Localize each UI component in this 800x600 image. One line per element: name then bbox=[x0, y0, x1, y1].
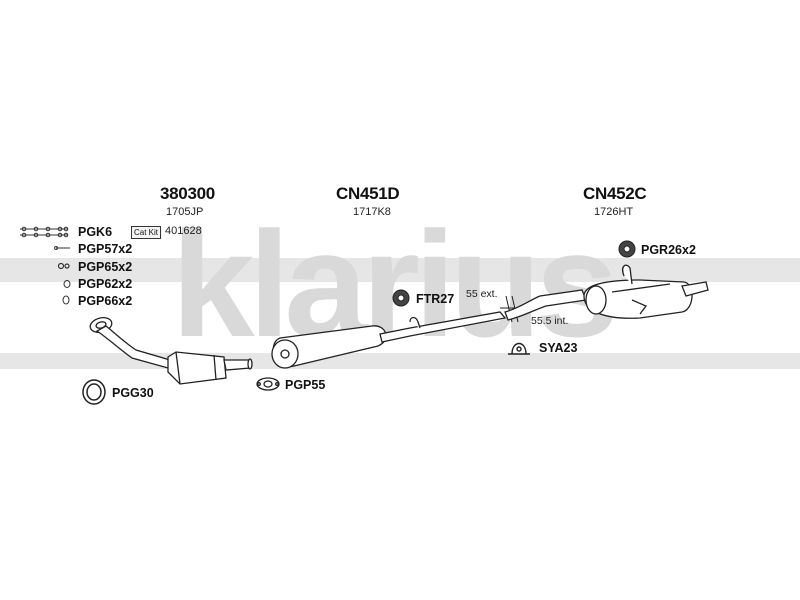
section-1-part-number: 380300 bbox=[160, 184, 215, 203]
section-1-ref: 1705JP bbox=[166, 206, 204, 218]
washer-icon bbox=[63, 280, 71, 288]
dimension-ext-label: 55 ext. bbox=[466, 288, 498, 300]
part-label-pgg30: PGG30 bbox=[112, 386, 154, 400]
flange-gasket-icon bbox=[256, 377, 280, 391]
section-3-part-number: CN452C bbox=[583, 184, 647, 203]
clamp-icon bbox=[508, 342, 530, 355]
stud-icon bbox=[54, 246, 70, 250]
part-label-pgr26: PGR26x2 bbox=[641, 243, 696, 257]
part-label-sya23: SYA23 bbox=[539, 341, 578, 355]
part-label-pgp57: PGP57x2 bbox=[78, 242, 133, 256]
rubber-mount-icon bbox=[392, 289, 410, 307]
cat-kit-code: 401628 bbox=[165, 225, 202, 237]
middle-silencer bbox=[271, 311, 507, 369]
rear-mount-icon bbox=[618, 240, 636, 258]
part-label-pgp62: PGP62x2 bbox=[78, 277, 133, 291]
gasket-ring-icon bbox=[82, 379, 106, 405]
part-label-pgp55: PGP55 bbox=[285, 378, 326, 392]
part-label-pgp65: PGP65x2 bbox=[78, 260, 133, 274]
section-2-ref: 1717K8 bbox=[353, 206, 391, 218]
spring-icon bbox=[62, 295, 70, 305]
front-pipe-catalyst bbox=[89, 317, 253, 385]
dimension-int-label: 55.5 int. bbox=[531, 315, 569, 327]
part-label-ftr27: FTR27 bbox=[416, 292, 455, 306]
cat-kit-badge: Cat Kit bbox=[131, 226, 162, 239]
part-label-pgk6: PGK6 bbox=[78, 225, 113, 239]
section-2-part-number: CN451D bbox=[336, 184, 400, 203]
rear-silencer bbox=[504, 264, 709, 321]
bolt-kit-icon bbox=[20, 226, 69, 238]
watermark-text: klarius bbox=[171, 200, 613, 368]
section-3-ref: 1726HT bbox=[594, 206, 634, 218]
nut-icon bbox=[57, 262, 70, 270]
part-label-pgp66: PGP66x2 bbox=[78, 294, 133, 308]
